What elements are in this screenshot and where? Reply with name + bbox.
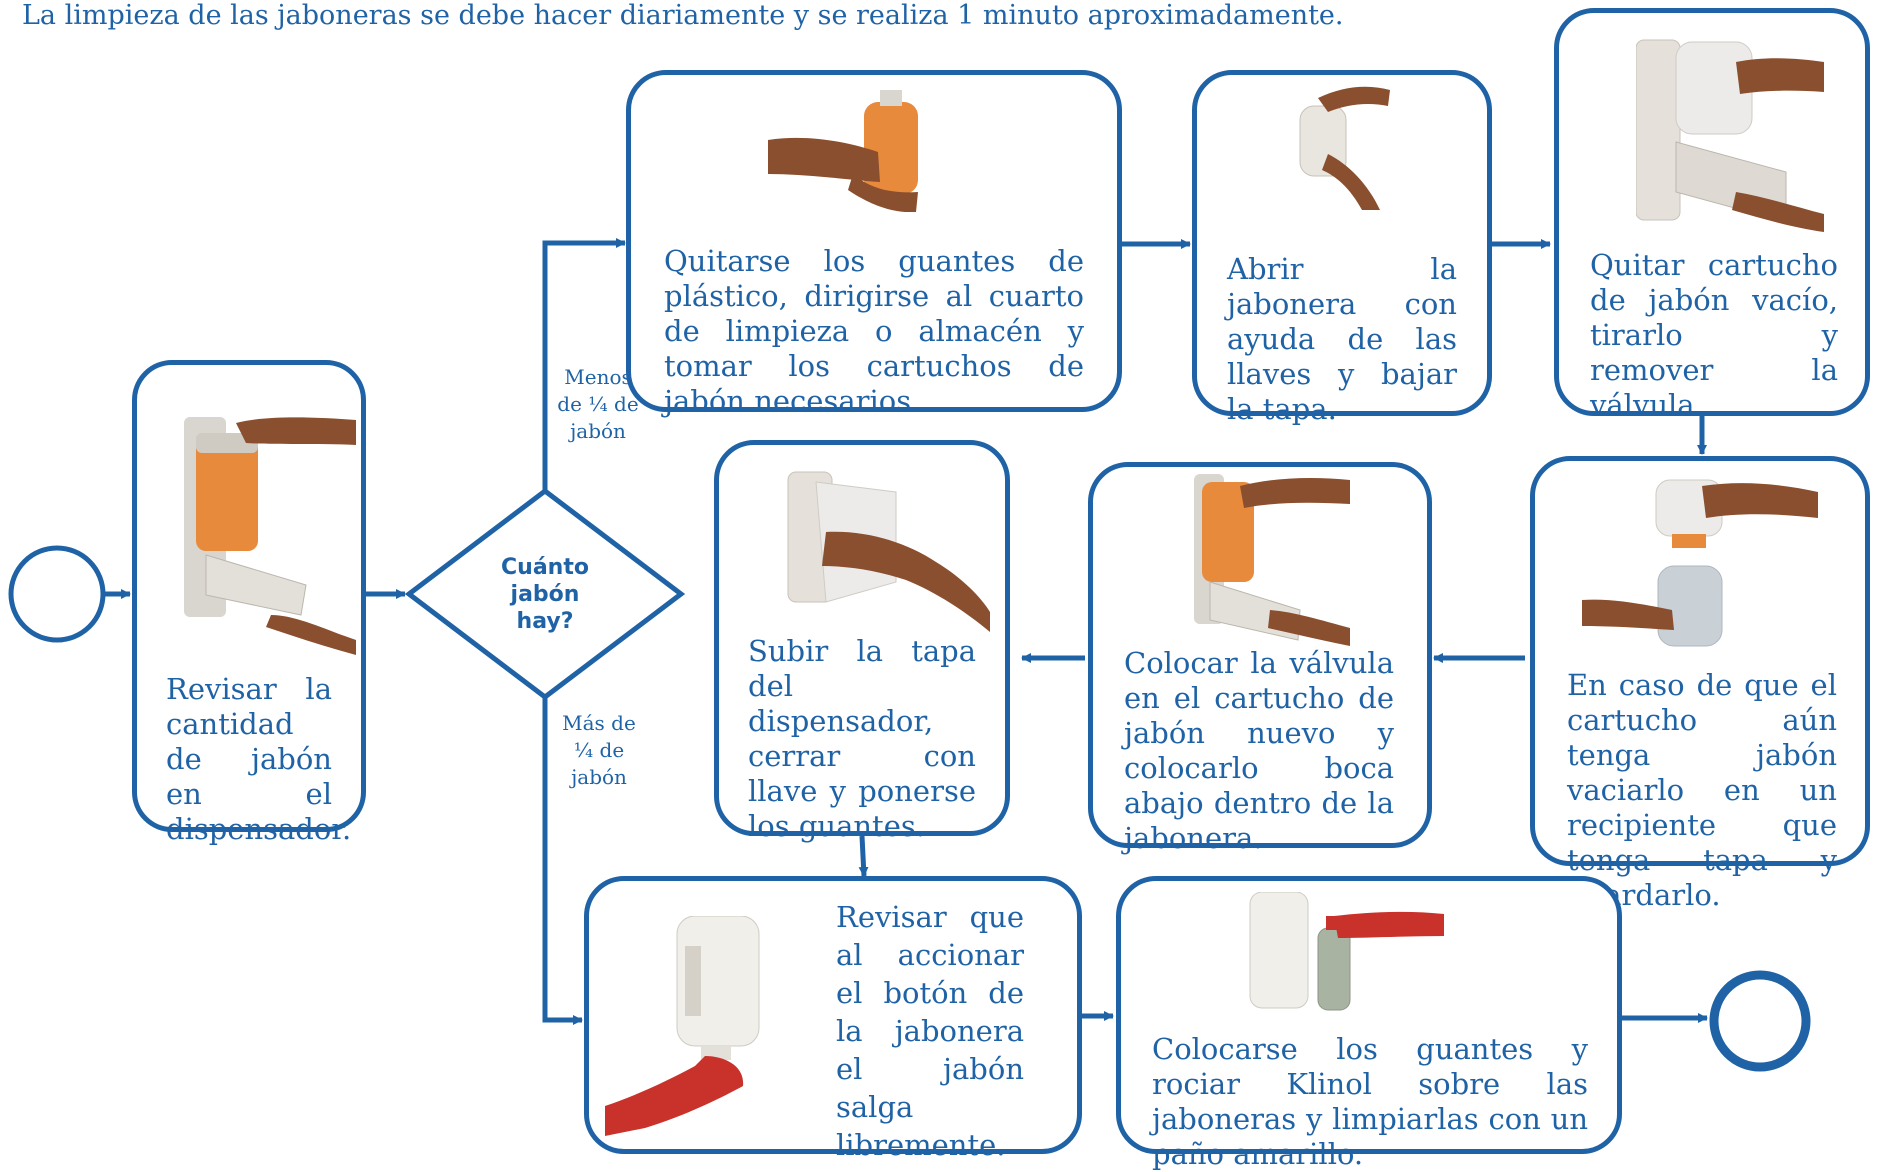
step-quitar-text: Quitar cartucho de jabón vacío, tirarlo … [1590,248,1838,422]
step-quitarse-text: Quitarse los guantes de plástico, dirigi… [664,244,1084,418]
press-button-image [605,916,760,1136]
step-revisar-boton-text: Revisar que al accionar el botón de la j… [836,900,1024,1162]
dispenser-check-image [184,417,356,655]
open-dispenser-image [1299,86,1390,210]
step-abrir-text: Abrir la jabonera con ayuda de las llave… [1227,252,1457,426]
decision-label: Cuánto jabón hay? [501,555,589,634]
branch-label-less: Menos de ¼ de jabón [557,365,639,443]
step-subir-text: Subir la tapa del dispensador, cerrar co… [748,634,976,843]
remove-cartridge-image [1636,39,1824,232]
end-node [1709,970,1811,1072]
close-dispenser-image [787,471,990,632]
spray-klinol-image [1249,892,1444,1011]
place-valve-image [1194,474,1350,646]
soap-cartridge-image [768,90,918,212]
step-colocar-text: Colocar la válvula en el cartucho de jab… [1124,646,1394,855]
empty-cartridge-image [1582,479,1818,647]
branch-label-more: Más de ¼ de jabón [562,711,636,789]
intro-text: La limpieza de las jaboneras se debe hac… [22,0,1344,31]
start-node [8,545,106,643]
step-revisar-text: Revisar la cantidad de jabón en el dispe… [166,672,352,846]
step-vaciar-text: En caso de que el cartucho aún tenga jab… [1567,668,1837,912]
step-colocar-box [1088,462,1432,848]
step-rociar-text: Colocarse los guantes y rociar Klinol so… [1152,1032,1588,1171]
